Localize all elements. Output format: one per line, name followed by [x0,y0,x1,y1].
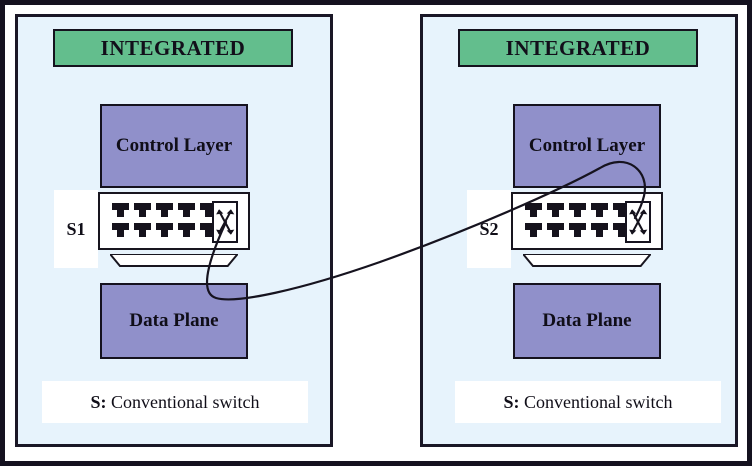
integrated-panel-right: INTEGRATED Control Layer S2 [420,14,738,447]
legend-left: S: Conventional switch [42,381,308,423]
data-plane-box-right: Data Plane [513,283,661,359]
crossed-arrows-icon [218,209,232,235]
switch-stand-s1 [110,254,238,267]
switch-port [525,203,543,221]
legend-key-right: S: [503,391,520,412]
integrated-header-right: INTEGRATED [458,29,698,67]
integrated-panel-left: INTEGRATED Control Layer S1 [15,14,333,447]
switch-port [134,223,152,241]
switch-port [591,203,609,221]
switch-port [569,223,587,241]
switch-port [178,223,196,241]
legend-key-left: S: [90,391,107,412]
switch-body-s2 [511,192,663,250]
data-plane-box-left: Data Plane [100,283,248,359]
switch-label-s1: S1 [54,190,98,268]
conventional-switch-s2 [511,192,663,268]
switch-port [525,223,543,241]
switch-port [178,203,196,221]
switch-port [156,203,174,221]
crossed-arrows-icon [631,209,645,235]
uplink-port-s2 [625,201,651,243]
switch-port [547,203,565,221]
switch-port-grid-s2 [525,203,631,241]
switch-port-grid-s1 [112,203,218,241]
legend-text-right: Conventional switch [519,391,673,412]
conventional-switch-s1 [98,192,250,268]
switch-port [156,223,174,241]
switch-port [112,203,130,221]
switch-body-s1 [98,192,250,250]
control-layer-box-left: Control Layer [100,104,248,188]
control-layer-box-right: Control Layer [513,104,661,188]
legend-text-left: Conventional switch [106,391,260,412]
switch-label-s2: S2 [467,190,511,268]
legend-right: S: Conventional switch [455,381,721,423]
switch-port [569,203,587,221]
uplink-port-s1 [212,201,238,243]
integrated-header-left: INTEGRATED [53,29,293,67]
switch-port [547,223,565,241]
switch-port [591,223,609,241]
switch-port [134,203,152,221]
switch-stand-s2 [523,254,651,267]
switch-port [112,223,130,241]
